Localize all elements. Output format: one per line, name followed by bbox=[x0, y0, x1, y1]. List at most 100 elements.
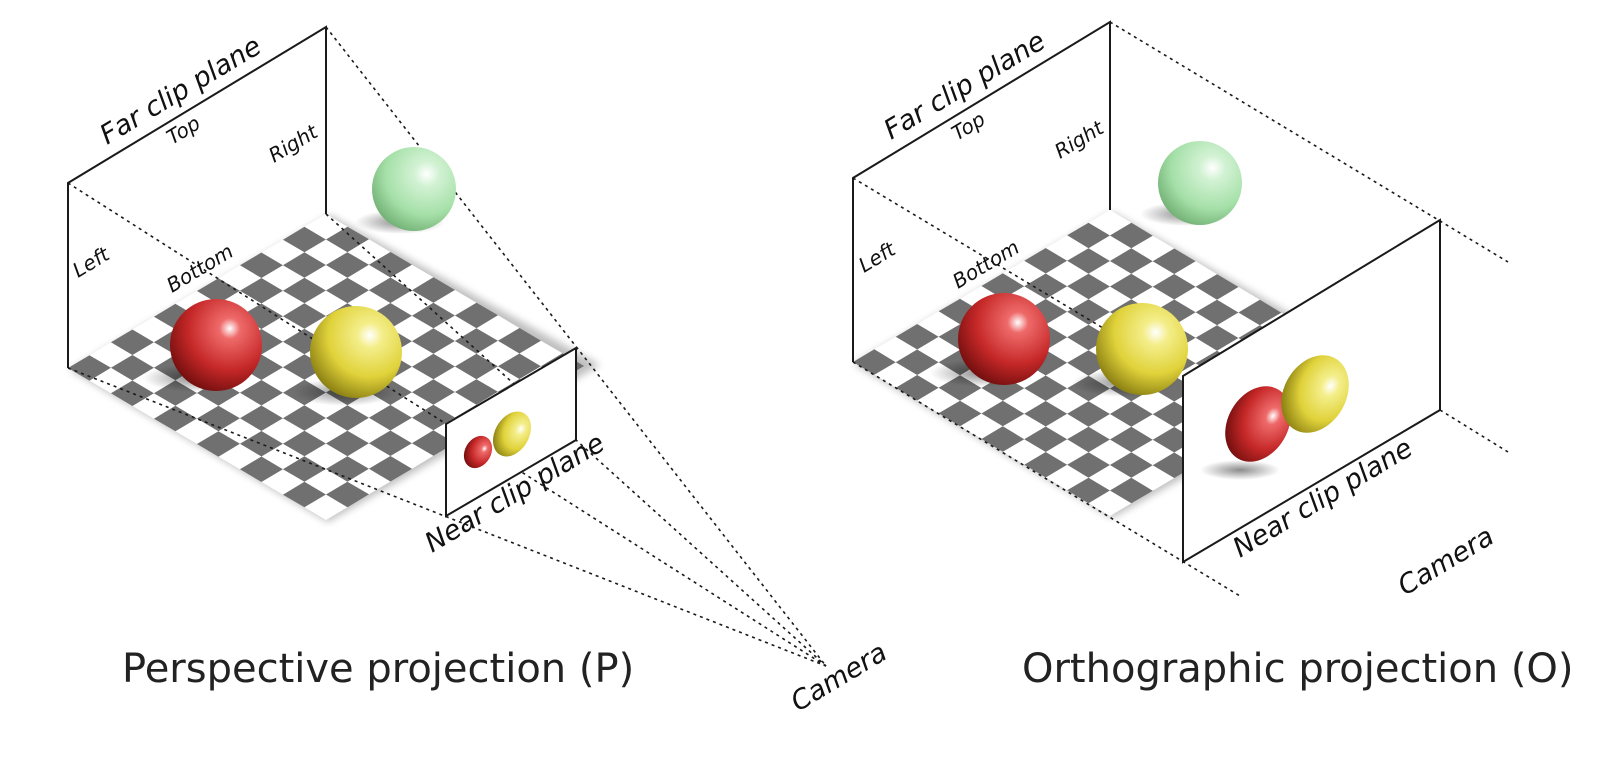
checker-tile bbox=[68, 355, 111, 381]
perspective-diagram: Far clip plane Top Right Left Bottom Nea… bbox=[67, 25, 892, 718]
checker-tile bbox=[197, 405, 240, 432]
checker-tile bbox=[895, 349, 939, 375]
checker-tile bbox=[1067, 299, 1110, 325]
checker-tile bbox=[1088, 286, 1132, 312]
box-edge bbox=[1439, 409, 1509, 453]
checker-tile bbox=[261, 316, 305, 342]
red-sphere bbox=[170, 299, 262, 391]
caption-perspective: Perspective projection (P) bbox=[122, 646, 634, 692]
checker-tile bbox=[1067, 248, 1110, 274]
checker-tile bbox=[1024, 273, 1068, 299]
checker-tile bbox=[261, 265, 305, 291]
far-clip-plane-frame bbox=[852, 20, 1111, 362]
checker-tile bbox=[1088, 235, 1132, 261]
checker-tile bbox=[1195, 325, 1239, 351]
checker-tile bbox=[433, 341, 477, 367]
checker-tile bbox=[1045, 388, 1089, 414]
checker-tile bbox=[240, 405, 283, 431]
checker-tile bbox=[476, 366, 520, 392]
checker-tile bbox=[895, 324, 939, 350]
projection-shadow bbox=[1200, 460, 1280, 480]
checker-tile bbox=[981, 426, 1025, 452]
checker-tile bbox=[498, 353, 541, 379]
checker-tile bbox=[874, 336, 918, 363]
checker-tile bbox=[1152, 248, 1196, 274]
checker-tile bbox=[218, 443, 262, 470]
checker-tile bbox=[261, 392, 305, 419]
checker-tile bbox=[1045, 439, 1089, 465]
near-plane-red-projection bbox=[1225, 386, 1291, 462]
checker-tile bbox=[369, 277, 412, 303]
checker-tile bbox=[1067, 452, 1110, 478]
checker-tile bbox=[1067, 273, 1110, 300]
checker-tile bbox=[412, 277, 455, 303]
checker-tile bbox=[390, 315, 434, 342]
checker-tile bbox=[390, 366, 434, 393]
checker-tile bbox=[326, 405, 369, 431]
checker-tile bbox=[1131, 465, 1175, 491]
checker-tile bbox=[1152, 274, 1196, 300]
checker-tile bbox=[433, 315, 477, 341]
checker-tile bbox=[326, 252, 369, 278]
checker-tile bbox=[917, 311, 961, 337]
checker-tile bbox=[1002, 388, 1046, 414]
checker-tile bbox=[1110, 273, 1153, 300]
yellow-sphere bbox=[1096, 303, 1188, 395]
checker-tile bbox=[132, 393, 176, 419]
checker-tile bbox=[981, 273, 1025, 299]
checker-tile bbox=[1152, 299, 1196, 325]
checker-tile bbox=[1024, 426, 1068, 452]
checker-tile bbox=[519, 340, 563, 367]
checker-tile bbox=[132, 316, 176, 343]
checker-tile bbox=[1217, 312, 1260, 338]
checker-tile bbox=[1131, 235, 1175, 262]
checker-tile bbox=[390, 417, 434, 444]
checker-tile bbox=[917, 387, 961, 414]
checker-tile bbox=[1024, 375, 1068, 401]
checker-tile bbox=[412, 302, 455, 329]
checker-tile bbox=[412, 328, 455, 354]
checker-tile bbox=[1131, 261, 1175, 287]
checker-tile bbox=[261, 418, 305, 444]
box-edge bbox=[852, 361, 1241, 597]
label-left: Left bbox=[854, 236, 900, 277]
near-plane-yellow-projection bbox=[493, 411, 531, 457]
checker-tile bbox=[412, 430, 455, 456]
checker-tile bbox=[1217, 287, 1260, 313]
checker-tile bbox=[455, 328, 498, 354]
checker-tile bbox=[1045, 464, 1089, 491]
checker-tile bbox=[326, 226, 369, 253]
checker-tile bbox=[1045, 311, 1089, 338]
red-sphere bbox=[958, 293, 1050, 385]
checker-tile bbox=[240, 431, 283, 457]
checker-tile bbox=[455, 302, 498, 329]
checker-tile bbox=[498, 328, 541, 354]
checker-tile bbox=[261, 290, 305, 317]
checker-tile bbox=[304, 290, 348, 316]
checker-tile bbox=[261, 469, 305, 495]
checker-tile bbox=[1045, 413, 1089, 440]
checker-tile bbox=[111, 355, 154, 381]
near-plane-yellow-projection bbox=[1281, 355, 1349, 433]
checker-tile bbox=[261, 443, 305, 470]
checker-tile bbox=[1174, 312, 1218, 338]
checker-tile bbox=[326, 277, 369, 304]
checker-tile bbox=[960, 413, 1003, 439]
checker-tile bbox=[1131, 286, 1175, 313]
label-top: Top bbox=[162, 111, 204, 149]
checker-tile bbox=[326, 481, 369, 508]
checker-tile bbox=[1174, 286, 1218, 313]
checker-tile bbox=[304, 494, 348, 520]
checker-tile bbox=[347, 264, 391, 291]
checker-tile bbox=[261, 239, 305, 266]
checker-tile bbox=[175, 393, 219, 419]
orthographic-diagram: Far clip plane Top Right Left Bottom Nea… bbox=[852, 20, 1574, 692]
checker-tile bbox=[390, 264, 434, 291]
checker-tile bbox=[917, 336, 961, 363]
checker-tile bbox=[240, 278, 283, 304]
checker-tile bbox=[369, 252, 412, 278]
checker-tile bbox=[960, 388, 1003, 414]
checker-tile bbox=[1088, 261, 1132, 287]
checker-tile bbox=[1045, 235, 1089, 261]
checker-tile bbox=[433, 366, 477, 392]
